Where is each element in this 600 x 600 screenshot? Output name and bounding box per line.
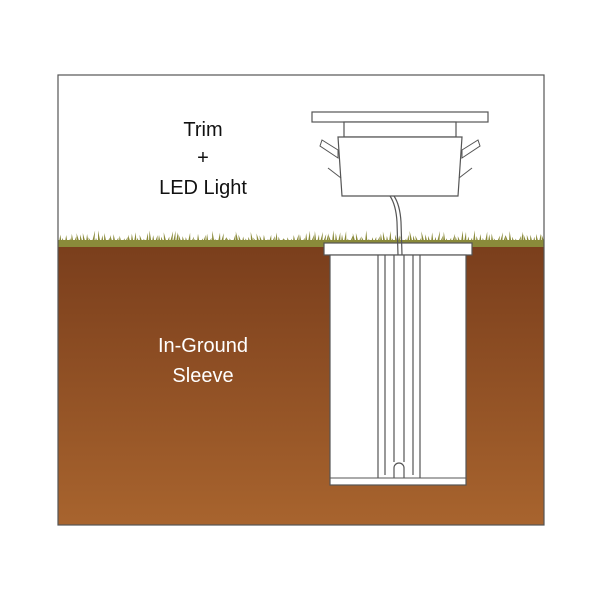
label-sleeve: Sleeve — [172, 365, 233, 387]
in-ground-sleeve — [323, 195, 473, 486]
label-plus: + — [197, 147, 209, 169]
grass-strip — [58, 230, 545, 247]
label-led-light: LED Light — [159, 177, 247, 199]
trim-led-fixture — [311, 111, 489, 197]
soil-area — [58, 245, 544, 525]
label-in-ground: In-Ground — [158, 335, 248, 357]
frame-border — [57, 74, 545, 526]
label-trim: Trim — [183, 119, 222, 141]
